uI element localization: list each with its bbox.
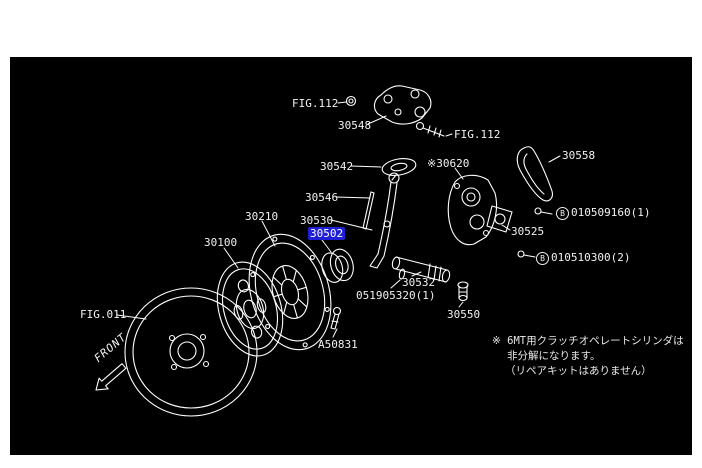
part-label-30550[interactable]: 30550: [447, 308, 481, 321]
clutch-disc: [216, 261, 284, 357]
operating-cylinder-bracket: [447, 174, 498, 246]
flywheel: [124, 287, 258, 417]
bolt-b2-icon: [517, 250, 536, 258]
part-label-30558[interactable]: 30558: [562, 149, 596, 162]
note-line-2: 非分解になります。: [507, 350, 601, 362]
stay-30558: [516, 146, 553, 202]
part-number-text: 010510300(2): [551, 251, 631, 264]
figure-ref-fig011[interactable]: FIG.011: [80, 308, 127, 321]
leader-lines: [116, 101, 561, 338]
part-label-30546[interactable]: 30546: [305, 191, 339, 204]
release-bearing: [321, 248, 354, 283]
note-line-3: （リペアキットはありません）: [505, 365, 652, 377]
release-fork: [369, 172, 400, 269]
boot: [381, 158, 417, 181]
note-line-1: ※ 6MT用クラッチオペレートシリンダは: [492, 335, 684, 347]
bolt-30550: [457, 281, 469, 302]
part-number-text: 010509160(1): [571, 206, 651, 219]
figure-ref-fig112-top[interactable]: FIG.112: [292, 97, 339, 110]
plate-30525: [486, 205, 513, 233]
part-label-30502-highlighted[interactable]: 30502: [308, 227, 346, 240]
part-label-a50831[interactable]: A50831: [318, 338, 358, 351]
part-label-30525[interactable]: 30525: [511, 225, 545, 238]
bolt-b1-icon: [534, 207, 553, 215]
part-label-30530[interactable]: 30530: [300, 214, 334, 227]
part-label-30210[interactable]: 30210: [245, 210, 279, 223]
part-label-30100[interactable]: 30100: [204, 236, 238, 249]
part-label-051905320[interactable]: 051905320(1): [356, 289, 436, 302]
part-label-30620[interactable]: ※30620: [427, 157, 470, 170]
clutch-cover: [248, 233, 332, 351]
parts-diagram-canvas: [10, 57, 692, 455]
circled-b-icon: B: [536, 252, 549, 265]
front-arrow: [95, 363, 127, 391]
bolt-a50831: [330, 306, 342, 330]
shaft-30532: [391, 256, 451, 283]
part-label-30532[interactable]: 30532: [402, 276, 436, 289]
circled-b-icon: B: [556, 207, 569, 220]
bracket-assembly: [345, 85, 445, 138]
part-label-30548[interactable]: 30548: [338, 119, 372, 132]
figure-ref-fig112-right[interactable]: FIG.112: [454, 128, 501, 141]
part-label-30542[interactable]: 30542: [320, 160, 354, 173]
